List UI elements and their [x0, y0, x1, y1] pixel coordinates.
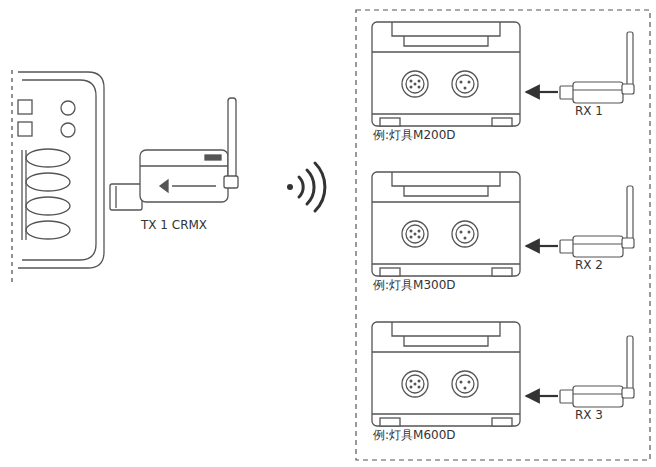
transmitter-node: TX 1 CRMX — [108, 148, 240, 240]
wireless-symbol — [287, 163, 325, 211]
lights — [372, 22, 520, 426]
light-fixture — [372, 172, 520, 276]
console — [12, 70, 104, 285]
light-fixture — [372, 22, 520, 126]
node-label: 例:灯具M300D — [372, 278, 457, 292]
receivers — [560, 32, 634, 407]
plug-arrow — [526, 395, 558, 397]
receiver-node: RX 3 — [556, 384, 636, 426]
rx-receiver — [560, 186, 634, 257]
node-label: 例:灯具M200D — [372, 128, 457, 142]
light-node: 例:灯具M600D — [370, 320, 528, 446]
rx-receiver — [560, 336, 634, 407]
receiver-node: RX 1 — [556, 80, 636, 122]
node-label: RX 2 — [574, 258, 604, 272]
receiver-node: RX 2 — [556, 234, 636, 276]
light-node: 例:灯具M200D — [370, 20, 528, 146]
rx-receiver — [560, 32, 634, 103]
node-label: RX 1 — [574, 104, 604, 118]
plug-arrow — [526, 91, 558, 93]
light-fixture — [372, 322, 520, 426]
tx-transmitter — [110, 98, 238, 210]
node-label: RX 3 — [574, 408, 604, 422]
node-label: TX 1 CRMX — [140, 218, 208, 232]
plug-arrow — [526, 245, 558, 247]
light-node: 例:灯具M300D — [370, 170, 528, 296]
node-label: 例:灯具M600D — [372, 428, 457, 442]
receiver-group — [356, 10, 650, 460]
